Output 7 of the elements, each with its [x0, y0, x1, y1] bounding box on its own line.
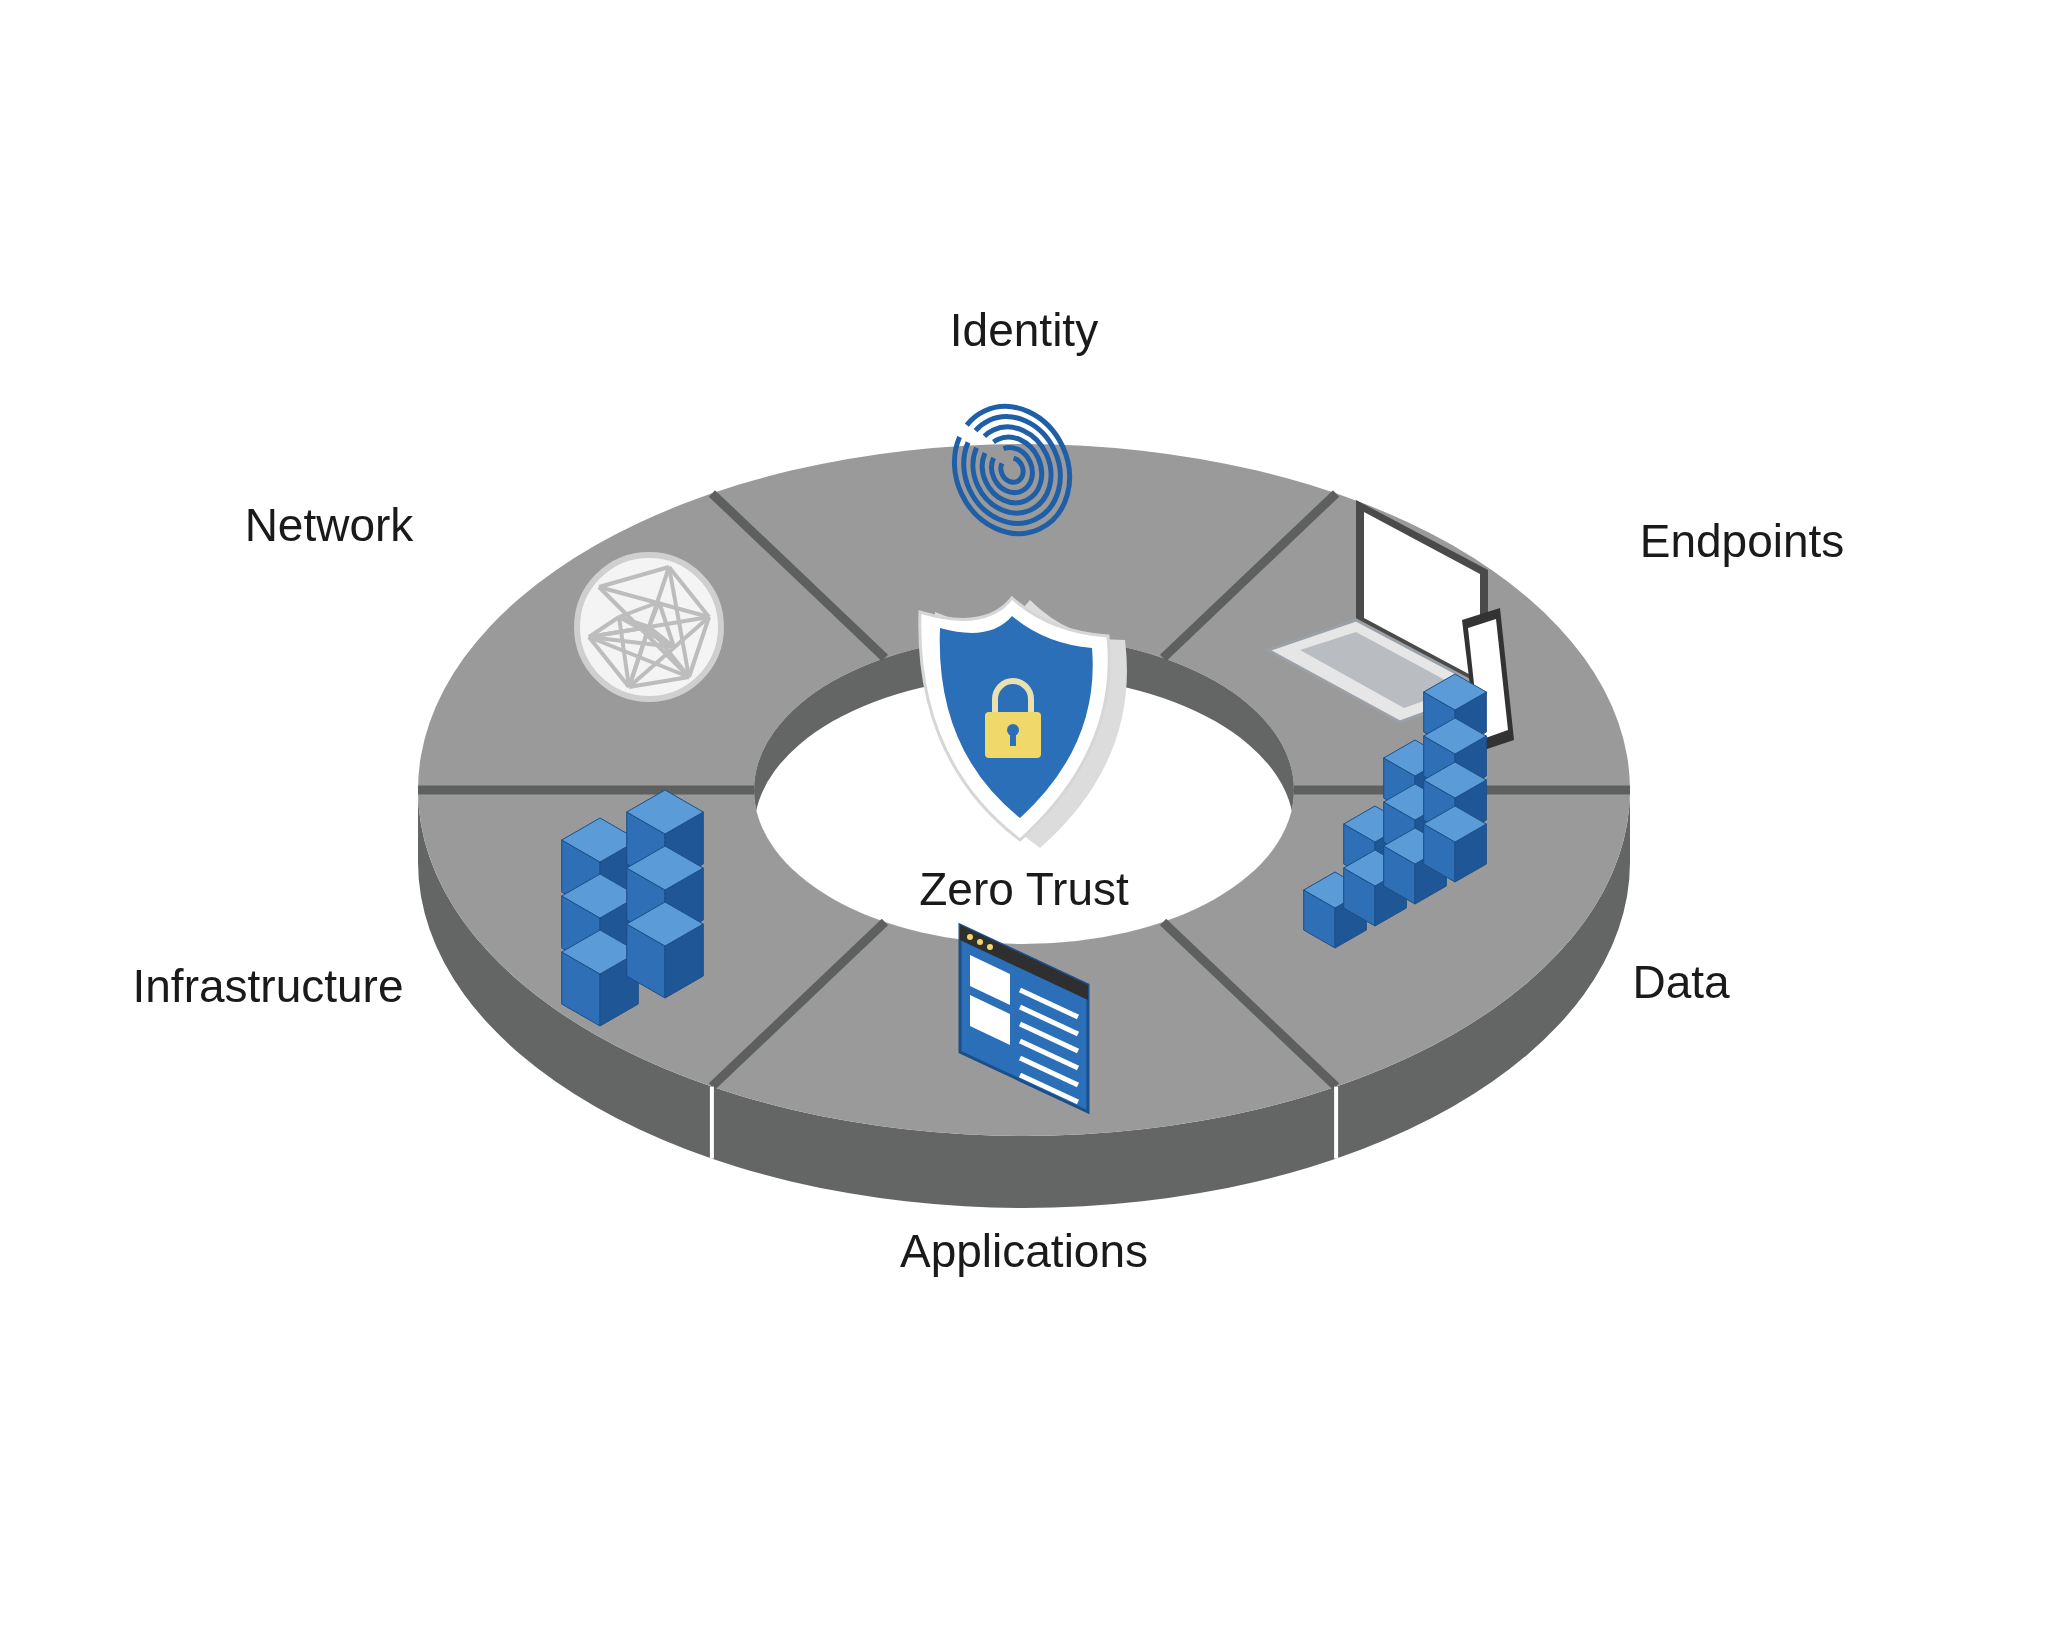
- segment-label: Network: [244, 497, 414, 553]
- segment-label: Applications: [900, 1223, 1148, 1279]
- segment-label: Endpoints: [1639, 513, 1845, 569]
- segment-label: Data: [1632, 954, 1730, 1010]
- segment-label: Zero Trust: [919, 861, 1129, 917]
- segment-label: Identity: [949, 302, 1099, 358]
- segment-label: Infrastructure: [132, 958, 404, 1014]
